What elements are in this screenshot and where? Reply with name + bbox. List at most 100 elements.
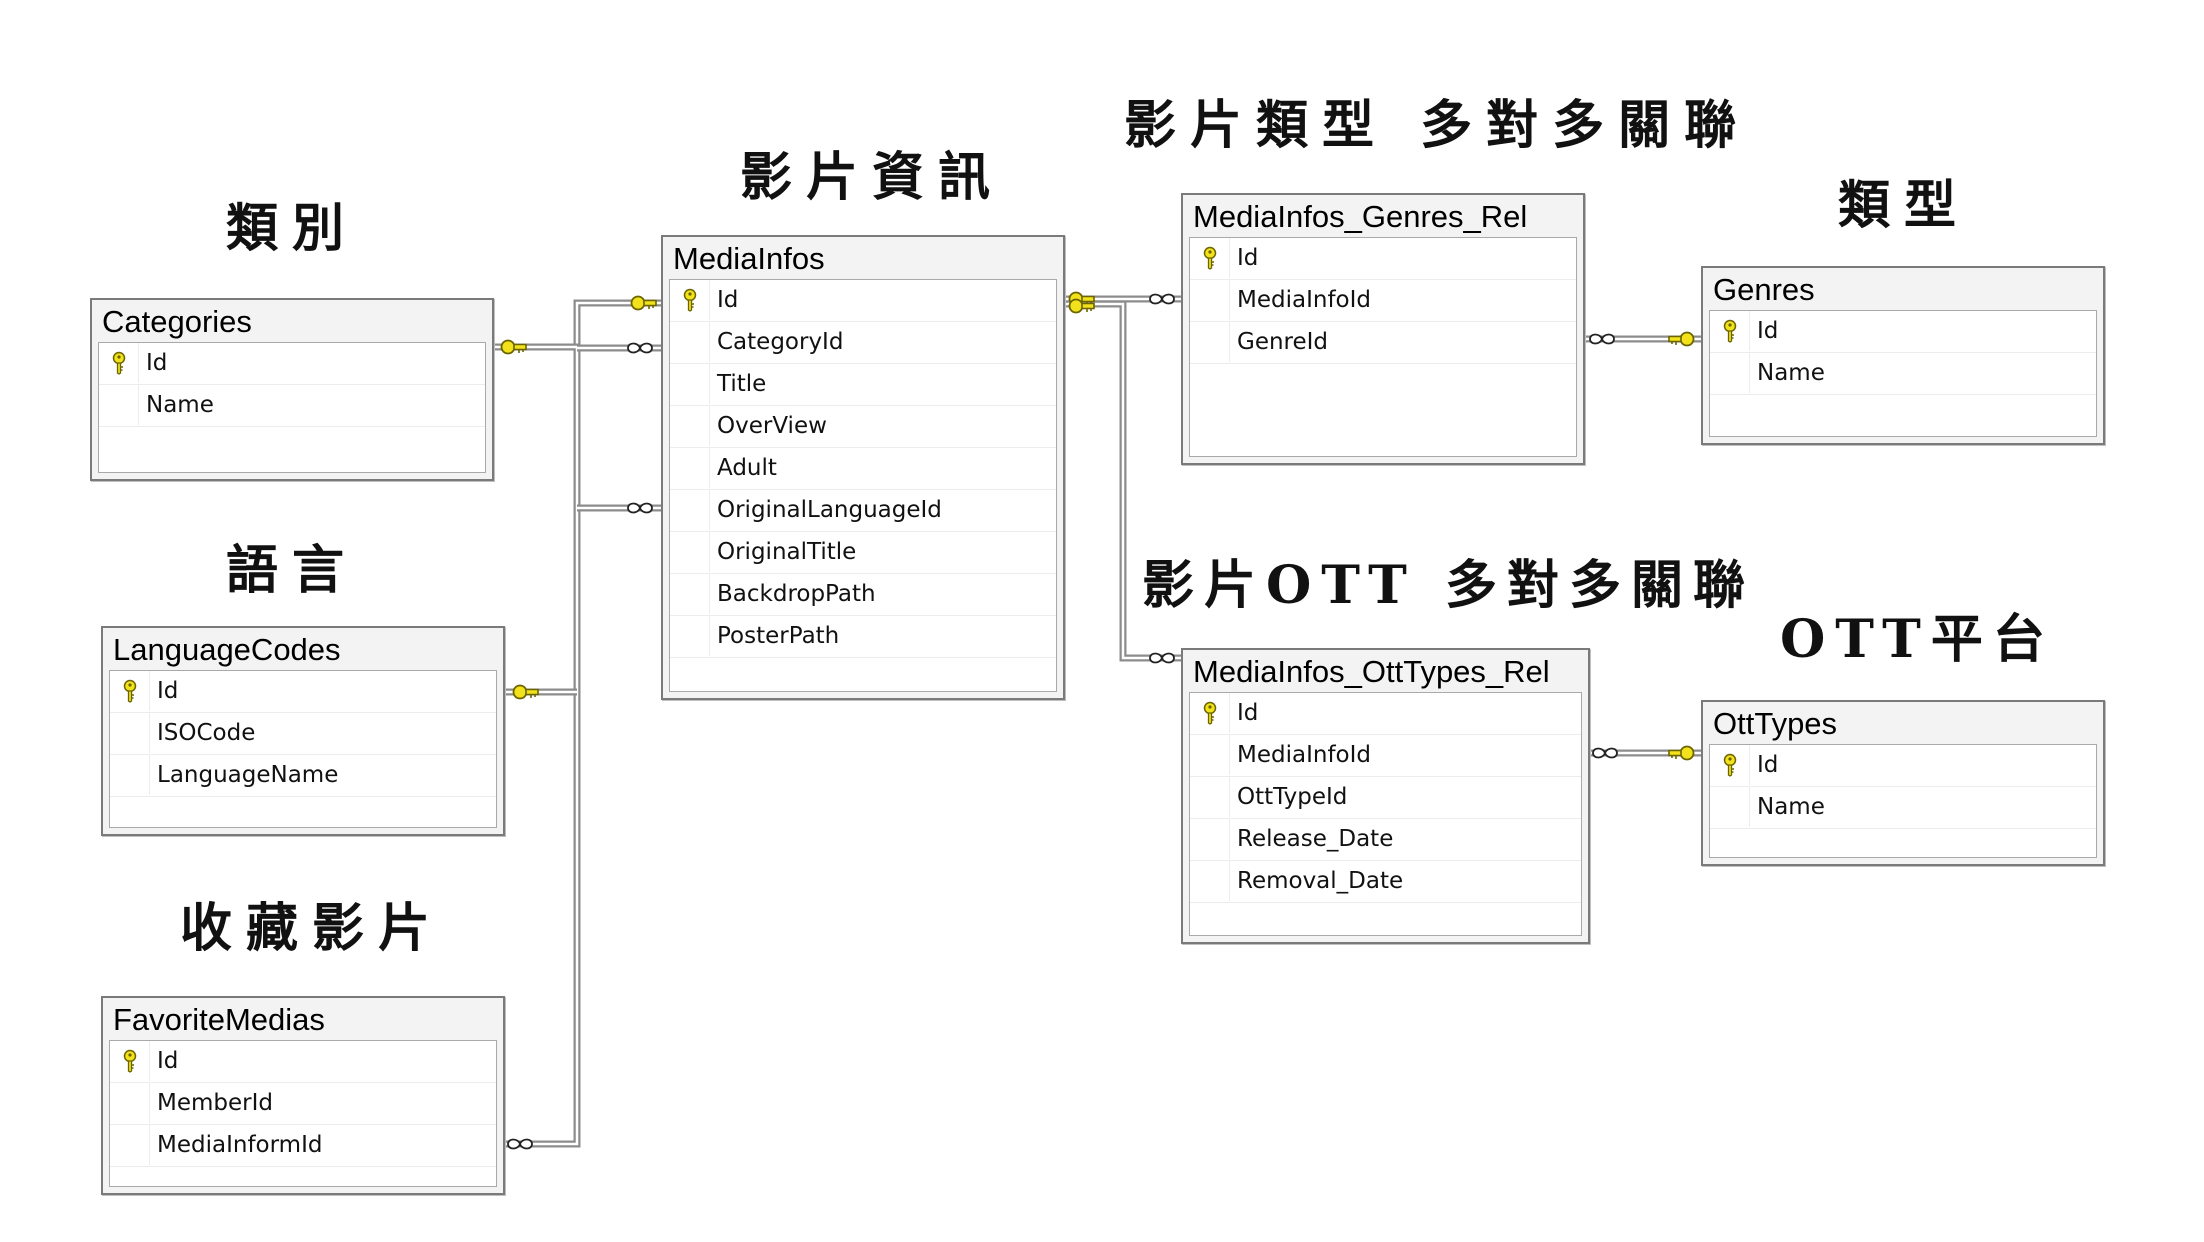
primary-key-icon [1723, 753, 1737, 777]
column-name: LanguageName [157, 762, 339, 788]
column-name: PosterPath [717, 623, 840, 649]
many-end-infinity-icon [1589, 333, 1615, 345]
table-title[interactable]: Genres [1713, 272, 1815, 307]
primary-key-icon [123, 679, 137, 703]
row-selector [670, 448, 710, 488]
column-row[interactable]: Name [99, 385, 485, 427]
primary-key-icon [683, 288, 697, 312]
column-row[interactable]: BackdropPath [670, 574, 1056, 616]
row-selector [670, 616, 710, 656]
row-selector [110, 1083, 150, 1123]
row-selector [670, 322, 710, 362]
heading-genres-rel: 影片類型 多對多關聯 [1124, 95, 1751, 156]
column-row[interactable]: Id [110, 1041, 496, 1083]
table-title[interactable]: MediaInfos_Genres_Rel [1193, 199, 1528, 234]
row-selector [110, 1125, 150, 1165]
primary-key-icon [1723, 319, 1737, 343]
table-title[interactable]: MediaInfos [673, 241, 825, 276]
column-row[interactable]: Id [1710, 311, 2096, 353]
column-row[interactable]: PosterPath [670, 616, 1056, 658]
column-row[interactable]: MediaInfoId [1190, 280, 1576, 322]
column-row[interactable]: LanguageName [110, 755, 496, 797]
one-end-key-icon [1068, 298, 1095, 314]
row-selector [110, 671, 150, 711]
table-title[interactable]: LanguageCodes [113, 632, 341, 667]
column-row[interactable]: MemberId [110, 1083, 496, 1125]
heading-ott-types: OTT平台 [1780, 609, 2055, 670]
row-selector [1190, 735, 1230, 775]
column-row[interactable]: Id [1190, 693, 1581, 735]
column-row[interactable]: Name [1710, 787, 2096, 829]
row-selector [1190, 777, 1230, 817]
row-selector [1190, 280, 1230, 320]
column-row[interactable]: Id [99, 343, 485, 385]
one-end-key-icon [630, 295, 657, 311]
column-row[interactable]: Id [1190, 238, 1576, 280]
column-name: Id [1757, 752, 1779, 778]
row-selector [99, 343, 139, 383]
column-row[interactable]: OriginalTitle [670, 532, 1056, 574]
table-title[interactable]: Categories [102, 304, 252, 339]
heading-languages: 語言 [226, 540, 359, 601]
column-name: Name [1757, 360, 1825, 386]
row-selector [670, 364, 710, 404]
many-end-infinity-icon [1149, 652, 1175, 664]
column-name: Id [1237, 245, 1259, 271]
column-name: MemberId [157, 1090, 273, 1116]
row-selector [1710, 311, 1750, 351]
column-row[interactable]: Adult [670, 448, 1056, 490]
column-name: OriginalLanguageId [717, 497, 942, 523]
column-row[interactable]: Removal_Date [1190, 861, 1581, 903]
column-row[interactable]: Id [110, 671, 496, 713]
row-selector [1190, 238, 1230, 278]
row-selector [670, 490, 710, 530]
column-row[interactable]: MediaInformId [110, 1125, 496, 1167]
column-row[interactable]: Name [1710, 353, 2096, 395]
column-name: Id [717, 287, 739, 313]
primary-key-icon [112, 351, 126, 375]
column-row[interactable]: MediaInfoId [1190, 735, 1581, 777]
one-end-key-icon [500, 339, 527, 355]
column-name: Adult [717, 455, 777, 481]
column-row[interactable]: OverView [670, 406, 1056, 448]
primary-key-icon [1203, 246, 1217, 270]
column-row[interactable]: Id [1710, 745, 2096, 787]
row-selector [1190, 861, 1230, 901]
heading-ott-rel: 影片OTT 多對多關聯 [1142, 555, 1755, 616]
column-row[interactable]: CategoryId [670, 322, 1056, 364]
table-title[interactable]: OttTypes [1713, 706, 1838, 741]
column-name: BackdropPath [717, 581, 876, 607]
column-row[interactable]: Id [670, 280, 1056, 322]
column-name: Id [157, 678, 179, 704]
row-selector [1710, 787, 1750, 827]
table-title[interactable]: FavoriteMedias [113, 1002, 325, 1037]
column-row[interactable]: Title [670, 364, 1056, 406]
row-selector [670, 532, 710, 572]
column-row[interactable]: ISOCode [110, 713, 496, 755]
table-title[interactable]: MediaInfos_OttTypes_Rel [1193, 654, 1550, 689]
column-row[interactable]: OttTypeId [1190, 777, 1581, 819]
column-row[interactable]: Release_Date [1190, 819, 1581, 861]
row-selector [670, 406, 710, 446]
column-name: MediaInformId [157, 1132, 323, 1158]
column-row[interactable]: OriginalLanguageId [670, 490, 1056, 532]
row-selector [1190, 693, 1230, 733]
column-name: CategoryId [717, 329, 844, 355]
one-end-key-icon [1668, 331, 1695, 347]
column-name: GenreId [1237, 329, 1329, 355]
column-row[interactable]: GenreId [1190, 322, 1576, 364]
